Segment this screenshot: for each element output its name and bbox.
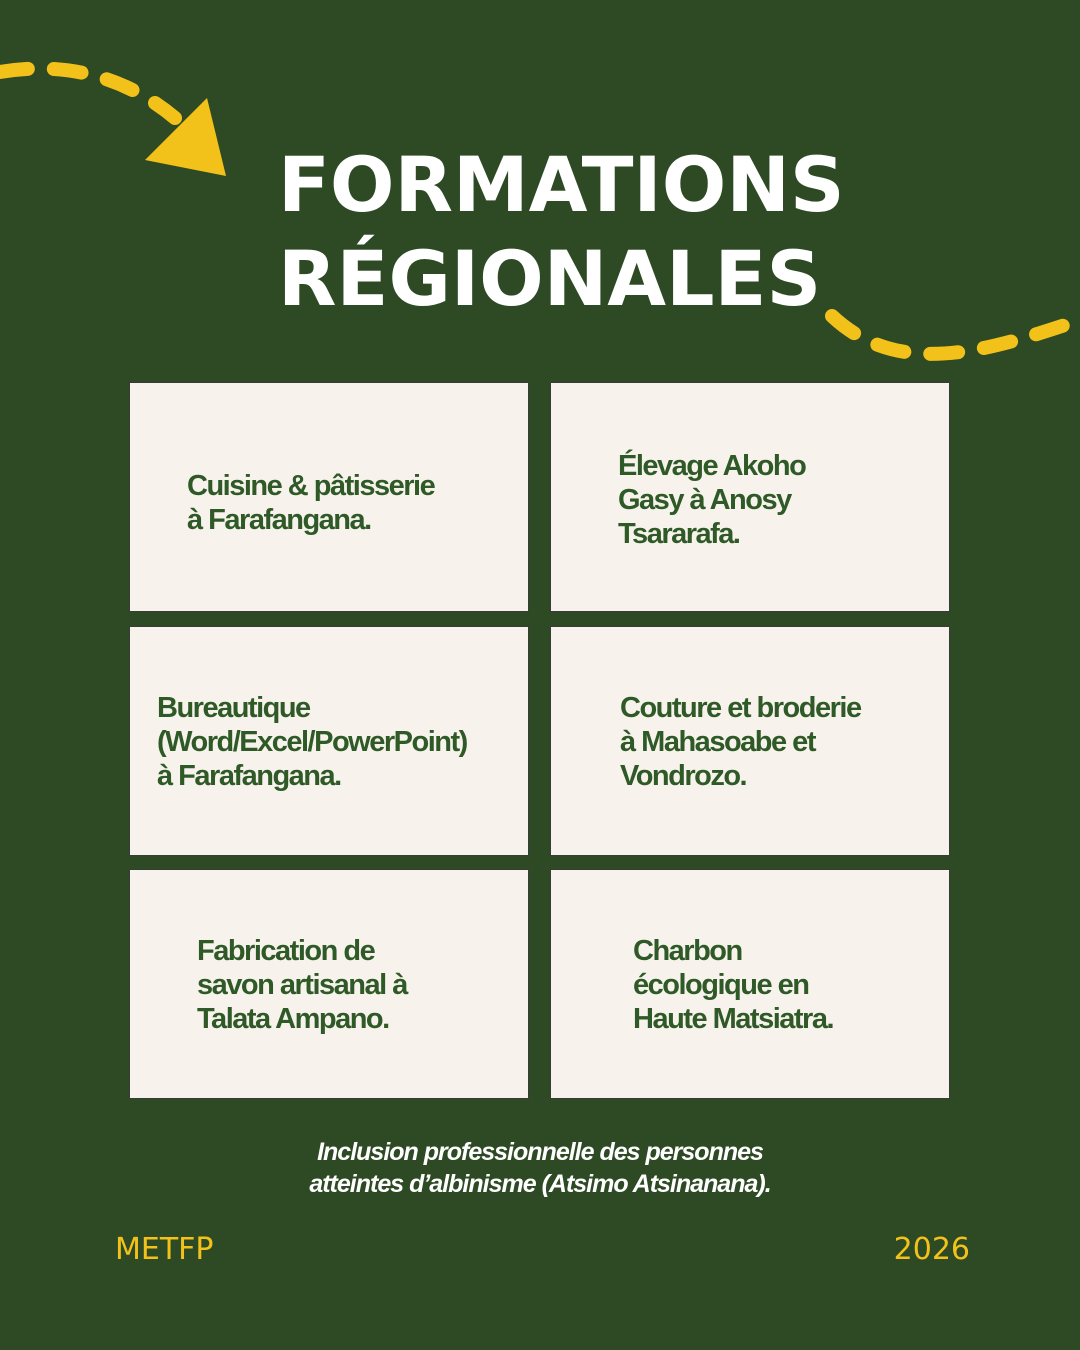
year-label: 2026: [893, 1232, 970, 1267]
title-line-1: FORMATIONS: [278, 140, 845, 229]
training-card-charbon: Charbon écologique en Haute Matsiatra.: [550, 869, 950, 1099]
training-card-text: Cuisine & pâtisserie à Farafangana.: [187, 470, 436, 536]
page-title: FORMATIONS RÉGIONALES: [278, 138, 845, 326]
dashed-curve-top-left: [0, 61, 182, 125]
training-card-text: Charbon écologique en Haute Matsiatra.: [633, 935, 835, 1035]
training-card-elevage: Élevage Akoho Gasy à Anosy Tsararafa.: [550, 382, 950, 612]
training-card-savon: Fabrication de savon artisanal à Talata …: [129, 869, 529, 1099]
training-card-text: Élevage Akoho Gasy à Anosy Tsararafa.: [618, 450, 807, 550]
training-card-text: Fabrication de savon artisanal à Talata …: [197, 935, 408, 1035]
training-card-text: Couture et broderie à Mahasoabe et Vondr…: [620, 692, 862, 792]
training-card-bureautique: Bureautique (Word/Excel/PowerPoint) à Fa…: [129, 626, 529, 856]
dashed-curve-top-right: [825, 309, 1080, 361]
training-card-text: Bureautique (Word/Excel/PowerPoint) à Fa…: [157, 692, 468, 792]
brand-label: METFP: [115, 1232, 214, 1267]
title-line-2: RÉGIONALES: [278, 234, 822, 323]
training-card-couture: Couture et broderie à Mahasoabe et Vondr…: [550, 626, 950, 856]
arrow-right-icon: [145, 98, 226, 176]
training-card-cuisine: Cuisine & pâtisserie à Farafangana.: [129, 382, 529, 612]
footer-note: Inclusion professionnelle des personnes …: [309, 1138, 771, 1198]
